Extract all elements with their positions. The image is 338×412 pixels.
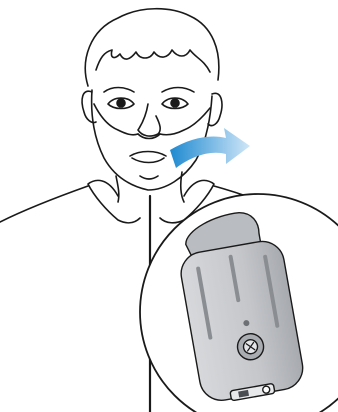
cannula-right-tube bbox=[160, 108, 210, 135]
collar-left bbox=[88, 180, 140, 222]
right-eyebrow bbox=[162, 88, 194, 93]
device-inset bbox=[140, 194, 338, 412]
chin-line bbox=[140, 176, 158, 179]
hair bbox=[85, 9, 219, 86]
neck-left bbox=[116, 176, 119, 202]
left-shoulder bbox=[0, 186, 88, 222]
curved-arrow-icon bbox=[170, 128, 250, 168]
left-ear bbox=[82, 91, 96, 122]
left-eyebrow bbox=[104, 88, 134, 93]
nasal-cannula-icon bbox=[94, 104, 210, 139]
mouth bbox=[130, 152, 166, 163]
connector-screw bbox=[262, 386, 270, 394]
right-pupil bbox=[171, 99, 179, 107]
nose bbox=[138, 104, 160, 136]
left-pupil bbox=[117, 99, 125, 107]
